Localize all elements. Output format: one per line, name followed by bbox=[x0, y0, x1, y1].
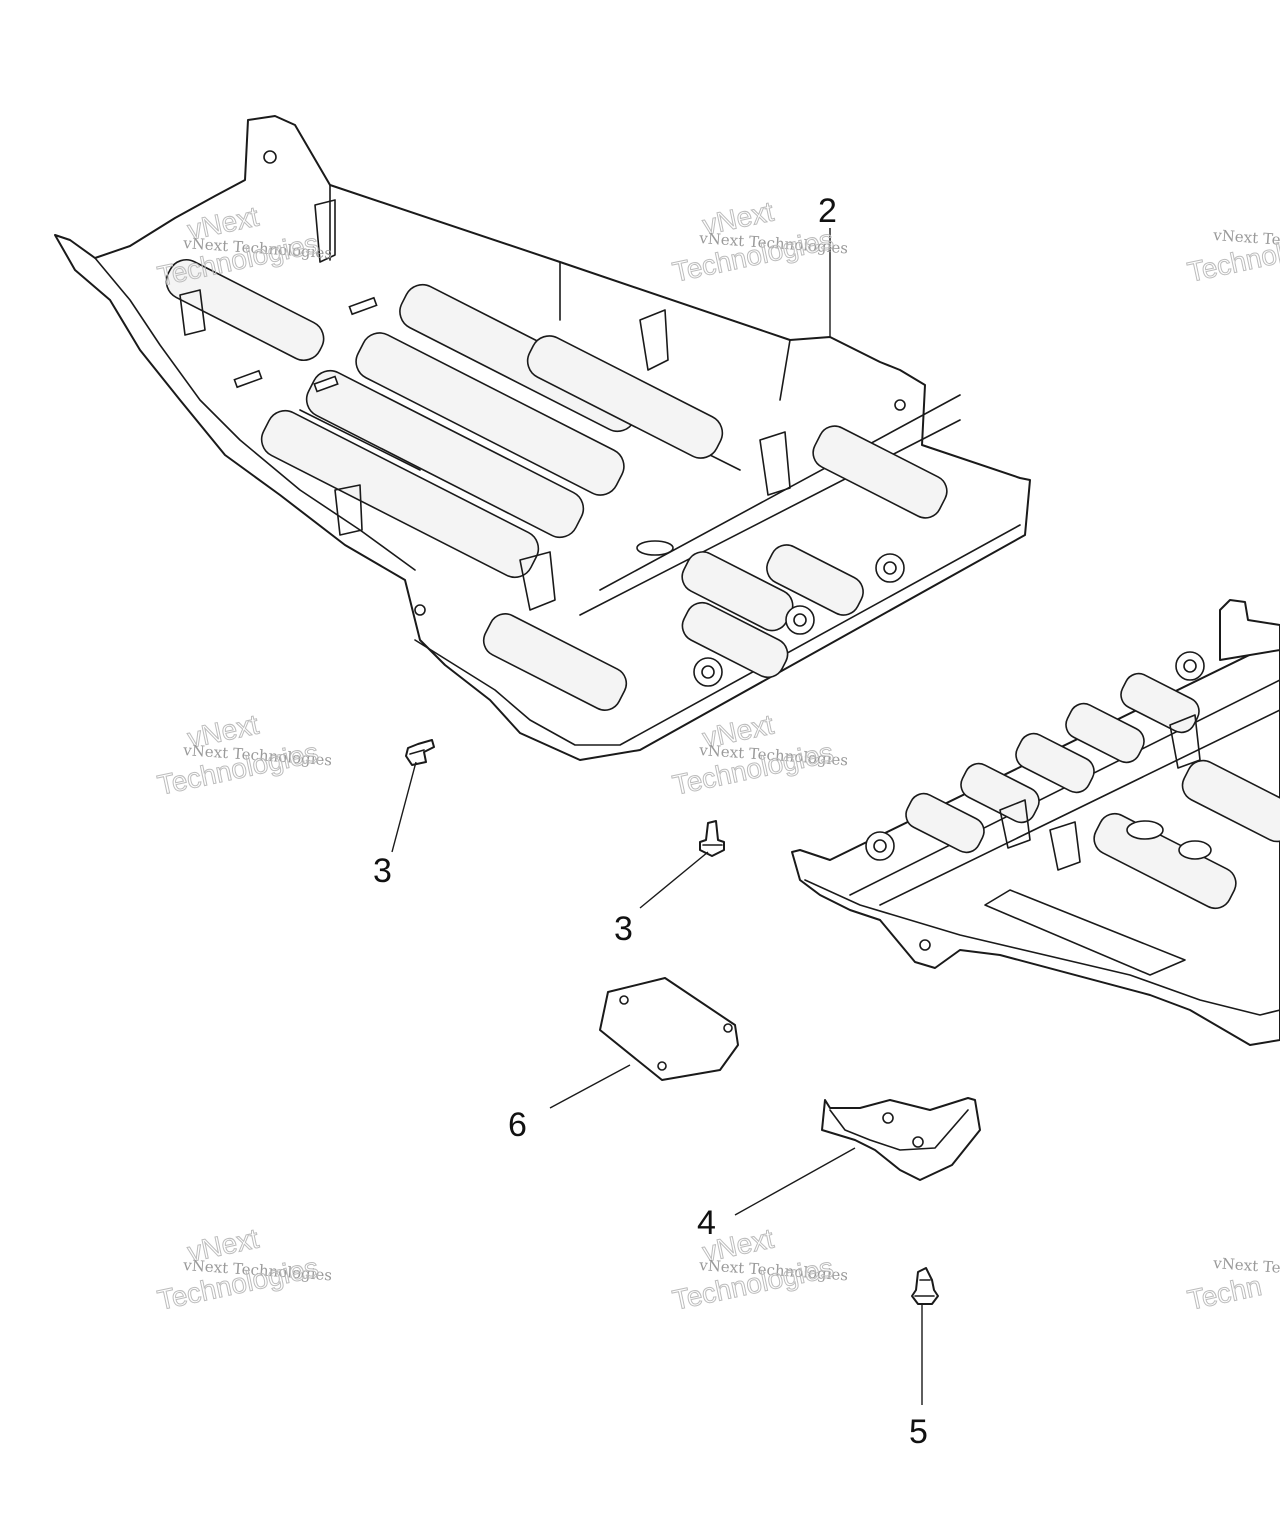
bracket-part-4 bbox=[821, 1097, 981, 1181]
watermark-bottom-left: vNext vNext Technologies Technologies bbox=[154, 1222, 332, 1316]
skid-plate-secondary bbox=[791, 599, 1280, 1046]
leader-4 bbox=[734, 1147, 856, 1216]
leader-6 bbox=[549, 1064, 631, 1109]
screw-part-3-center bbox=[699, 820, 725, 857]
watermark-bottom-right-tech: Techn bbox=[1185, 1270, 1265, 1316]
skid-plate-part-2 bbox=[54, 115, 1031, 761]
watermark-bottom-right: vNext Te Techn bbox=[1184, 1254, 1280, 1316]
callout-5: 5 bbox=[909, 1413, 928, 1451]
callout-2: 2 bbox=[818, 192, 837, 230]
watermark-mid-center: vNext vNext Technologies Technologies bbox=[669, 708, 848, 801]
watermark-bottom-right-line: vNext Te bbox=[1212, 1254, 1280, 1277]
callout-4: 4 bbox=[697, 1204, 716, 1242]
plate-part-6 bbox=[599, 977, 739, 1081]
callout-3-left: 3 bbox=[373, 852, 392, 890]
leader-3-center bbox=[639, 851, 709, 909]
callout-3-center: 3 bbox=[614, 910, 633, 948]
screw-part-3-left bbox=[405, 739, 435, 766]
screw-part-5 bbox=[911, 1267, 939, 1305]
callout-6: 6 bbox=[508, 1106, 527, 1144]
watermark-mid-left: vNext vNext Technologies Technologies bbox=[154, 708, 332, 801]
watermark-top-right: vNext Te Technol bbox=[1184, 226, 1280, 288]
watermark-top-right-line: vNext Te bbox=[1212, 226, 1280, 249]
leader-3-left bbox=[391, 761, 417, 853]
